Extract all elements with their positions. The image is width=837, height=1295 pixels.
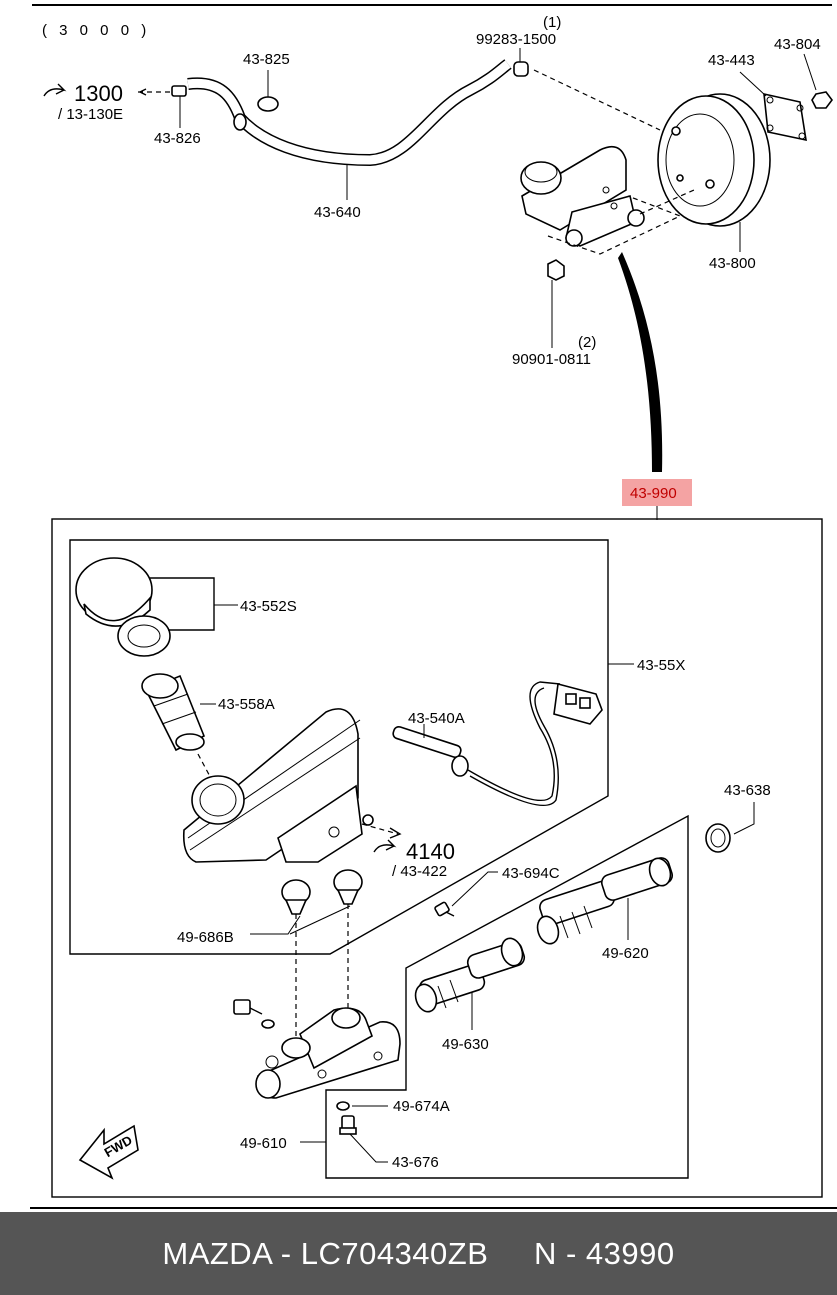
o-ring-part[interactable] <box>336 1101 350 1111</box>
label-43-826[interactable]: 43-826 <box>154 130 201 147</box>
label-43-825[interactable]: 43-825 <box>243 51 290 68</box>
label-43-443[interactable]: 43-443 <box>708 52 755 69</box>
washer-part[interactable] <box>261 1019 275 1029</box>
highlight-box <box>622 479 692 506</box>
label-43-55x[interactable]: 43-55X <box>637 657 685 674</box>
label-43-800[interactable]: 43-800 <box>709 255 756 272</box>
label-43-638[interactable]: 43-638 <box>724 782 771 799</box>
assembly-pointer-arrow <box>618 252 663 472</box>
label-43-540a[interactable]: 43-540A <box>408 710 465 727</box>
reference-arrow-icon <box>373 839 397 853</box>
label-43-990[interactable]: 43-990 <box>630 485 677 502</box>
qty-2: (2) <box>578 334 596 351</box>
booster-nut-part[interactable] <box>811 91 833 109</box>
label-43-558a[interactable]: 43-558A <box>218 696 275 713</box>
footer-spacer <box>488 1236 534 1272</box>
top-border-line <box>32 4 832 6</box>
reservoir-grommet-part[interactable] <box>333 869 363 905</box>
hose-clamp-part[interactable] <box>233 96 279 131</box>
pipe-fitting-part[interactable] <box>339 1115 357 1135</box>
group-code: ( 3 0 0 0 ) <box>42 22 150 39</box>
snap-ring-part[interactable] <box>705 823 731 853</box>
master-cylinder-body-part[interactable] <box>255 1007 401 1099</box>
mounting-nut-part[interactable] <box>547 259 565 281</box>
primary-piston-part[interactable] <box>412 936 526 1015</box>
parts-diagram: ( 3 0 0 0 ) 1300 / 13-130E 43-826 43-640… <box>30 14 837 1209</box>
booster-gasket-part[interactable] <box>763 92 807 142</box>
bleeder-bolt-part[interactable] <box>233 999 263 1015</box>
reservoir-subassembly-frame <box>69 539 609 955</box>
label-43-640[interactable]: 43-640 <box>314 204 361 221</box>
brake-booster-part[interactable] <box>657 93 771 227</box>
label-49-620[interactable]: 49-620 <box>602 945 649 962</box>
fluid-reservoir-part[interactable] <box>182 708 374 863</box>
mounting-screw-part[interactable] <box>434 901 455 917</box>
label-49-630[interactable]: 49-630 <box>442 1036 489 1053</box>
ref-1300[interactable]: 1300 <box>74 81 123 106</box>
reservoir-cap-part[interactable] <box>75 557 171 657</box>
reservoir-grommet-part[interactable] <box>281 879 311 915</box>
label-49-610[interactable]: 49-610 <box>240 1135 287 1152</box>
label-43-676[interactable]: 43-676 <box>392 1154 439 1171</box>
vacuum-hose-part[interactable] <box>187 59 512 167</box>
ref-13-130e[interactable]: / 13-130E <box>58 106 123 123</box>
label-43-804[interactable]: 43-804 <box>774 36 821 53</box>
forward-direction-icon <box>78 1124 139 1180</box>
piston-subassembly-frame <box>325 814 689 1179</box>
check-valve-part[interactable] <box>513 61 529 77</box>
label-43-552s[interactable]: 43-552S <box>240 598 297 615</box>
label-43-694c[interactable]: 43-694C <box>502 865 560 882</box>
oem-part-number: N - 43990 <box>533 1235 675 1271</box>
reference-arrow-icon <box>43 83 67 97</box>
label-49-686b[interactable]: 49-686B <box>177 929 234 946</box>
reservoir-strainer-part[interactable] <box>141 673 206 752</box>
brand-part-number: MAZDA - LC704340ZB <box>162 1235 489 1271</box>
master-cylinder-overview-part[interactable] <box>520 145 645 247</box>
assembly-frame <box>51 518 823 1198</box>
hose-fitting-part[interactable] <box>171 85 187 128</box>
label-90901-0811[interactable]: 90901-0811 <box>512 351 591 368</box>
label-99283-1500[interactable]: 99283-1500 <box>476 31 556 48</box>
qty-1: (1) <box>543 14 561 31</box>
secondary-piston-part[interactable] <box>534 856 674 947</box>
ref-4140[interactable]: 4140 <box>406 839 455 864</box>
label-49-674a[interactable]: 49-674A <box>393 1098 450 1115</box>
ref-43-422[interactable]: / 43-422 <box>392 863 447 880</box>
part-number-footer: MAZDA - LC704340ZB N - 43990 <box>0 1212 837 1295</box>
fluid-level-sensor-part[interactable] <box>392 681 603 807</box>
